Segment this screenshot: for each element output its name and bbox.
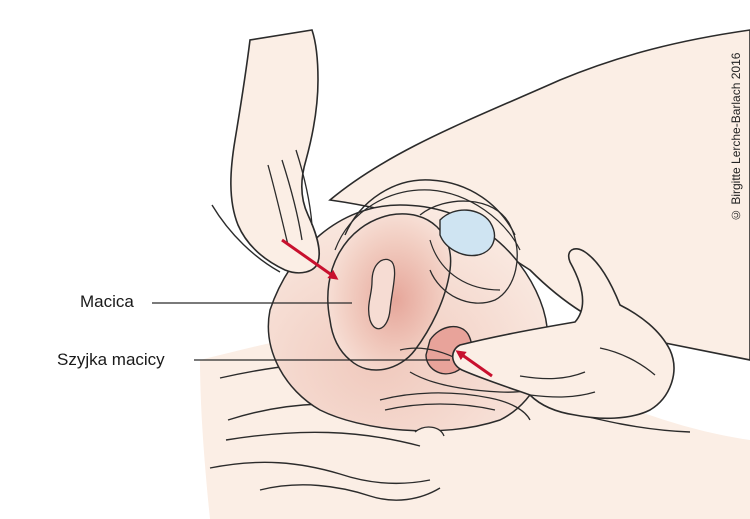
upper-hand [230, 29, 320, 274]
lower-hand [451, 248, 675, 420]
pressure-arrow-top [281, 238, 339, 280]
copyright-notice: © Birgitte Lerche-Barlach 2016 [729, 52, 743, 222]
bladder [439, 209, 496, 257]
cervix-label: Szyjka macicy [57, 350, 165, 369]
pressure-arrow-bottom [455, 350, 493, 378]
uterus-label: Macica [80, 292, 134, 311]
